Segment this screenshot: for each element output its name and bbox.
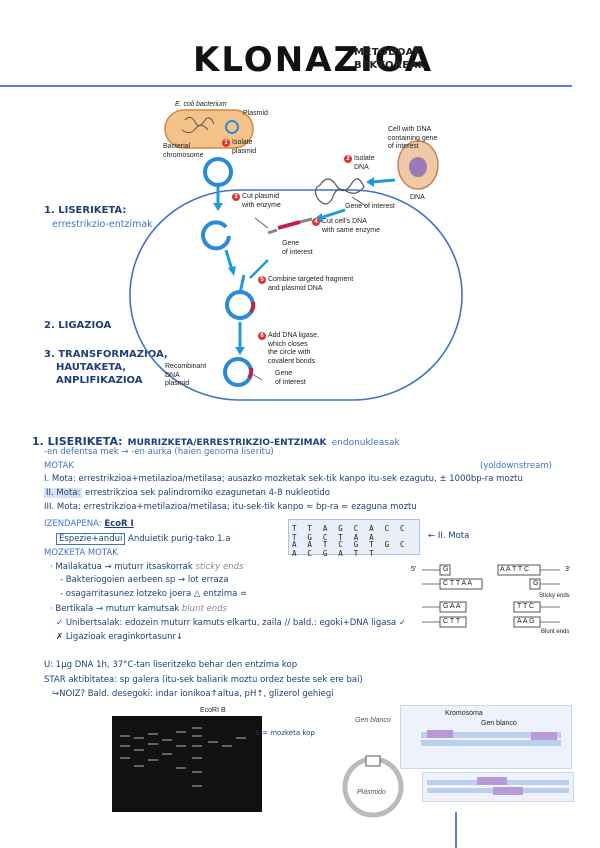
seq-aattc: A A T T C [500, 566, 530, 573]
step1-subtitle: errestrikzio-entzimak [52, 219, 153, 230]
isolated-plasmid-shape [203, 157, 233, 187]
blunt-line: · Bertikala → muturr kamutsak blunt ends [50, 604, 227, 614]
chromosome-panel: Kromosoma Gen blanco [400, 705, 572, 769]
naming-heading: IZENDAPENA: EcoR I [44, 519, 134, 529]
page-subtitle-methods: METODOAK [354, 47, 423, 58]
ecoli-label: E. coli bacterium [175, 101, 227, 108]
bacteria-line: - Bakteriogoien aerbeen sp → lot erraza [60, 575, 229, 585]
dna-bottom-strand: A A T C G T G C A C G A T T [292, 540, 408, 558]
type2-line: II. Mota: errestrikzioa sek palindromiko… [44, 488, 331, 498]
star-activity-line: STAR aktibitatea: sp galera (itu-sek bal… [44, 675, 363, 685]
recombinant-plasmid-shape [223, 357, 253, 387]
page-subtitle-vectors: BEKTOREAK [354, 60, 427, 71]
seq-ttc: T T C [517, 603, 535, 610]
dna-label: DNA [410, 194, 425, 201]
combined-plasmid-shape [225, 290, 255, 320]
seq-ctt: C T T [443, 618, 461, 625]
page-title: KLONAZIOA [193, 40, 434, 80]
cell-outline [129, 189, 463, 401]
types-heading: MOTAK [44, 461, 74, 471]
plasmid-shape [225, 120, 239, 134]
step3-title-line2: HAUTAKETA, [56, 362, 127, 373]
plasmid-figure [342, 755, 404, 818]
complementarity-line: - osagarritasunez lotzeko joera △ entzim… [60, 589, 248, 599]
unit-definition-line: U: 1μg DNA 1h, 37°C-tan liseritzeko beha… [44, 660, 298, 670]
palindrome-box: T T A G C A C C T G C T A A A A T C G T … [288, 519, 420, 558]
gene-blanco-label: Gen blanco [355, 717, 391, 724]
gel-image [112, 716, 262, 812]
sticky-ends-label: Sticky ends [539, 593, 570, 599]
cloning-diagram [129, 109, 463, 401]
insert-panel [422, 772, 574, 802]
step3-title-line1: 3. TRANSFORMAZIOA, [44, 349, 168, 360]
cut-plasmid-shape [201, 220, 231, 251]
when-line: ↪NOIZ? Bald. desegoki: indar ionikoa↑alt… [52, 689, 334, 699]
gel-ecori-label: EcoRI B [200, 707, 226, 714]
bacterium-shape [164, 109, 254, 149]
ligation-efficiency-line: ✗ Ligazioak eraginkortasunr↓ [56, 632, 184, 642]
cut-types-heading: MOZKETA MOTAK [44, 548, 118, 558]
section-header: 1. LISERIKETA: MURRIZKETA/ERRESTRIKZIO-E… [32, 435, 400, 448]
staggered-line: · Mailakatua → muturr itsaskorrak sticky… [50, 562, 244, 572]
step3-title-line3: ANPLIFIKAZIOA [56, 375, 143, 386]
naming-species: Espezie+andui Anduietik purig-tako 1.a [56, 533, 230, 545]
universal-line: ✓ Unibertsalak: edozein muturr kamuts el… [56, 618, 406, 628]
cut-count-label: L = mozketa kop [256, 729, 315, 737]
bacterial-chromosome-shape [181, 116, 215, 134]
seq-cttaa: C T T A A [443, 580, 473, 587]
title-divider [0, 85, 572, 87]
plasmid-label: Plasmid [243, 110, 268, 117]
type3-line: III. Mota: errestrikzioa+metilazioa/meti… [44, 502, 417, 512]
three-prime-1: 3' [565, 566, 571, 573]
downstream-note: (yoldownstream) [480, 461, 552, 471]
gene-of-interest-label-1: Gene of interest [345, 203, 395, 210]
bottom-vertical-line [455, 812, 457, 848]
plasmid-figure-label: Plásmido [357, 789, 386, 796]
seq-gaa: G A A [443, 603, 461, 610]
seq-g-top: G [443, 566, 449, 573]
dna-tangle-shape [314, 178, 365, 205]
five-prime-1: 5' [411, 566, 417, 573]
gene-blanco-label-2: Gen blanco [481, 720, 517, 727]
defense-line: -en defentsa mek → -en aurka (haien geno… [44, 447, 274, 457]
blunt-ends-label: Blunt ends [541, 629, 570, 635]
seq-g-bottom: G [533, 580, 539, 587]
nucleus-shape [409, 157, 427, 177]
chromosome-label: Kromosoma [445, 710, 483, 717]
type1-line: I. Mota: errestrikzioa+metilazioa/metila… [44, 474, 523, 484]
type2-arrow-label: ← II. Mota [428, 531, 470, 541]
step2-title: 2. LIGAZIOA [44, 320, 112, 331]
step1-title: 1. LISERIKETA: [44, 205, 127, 216]
gel-bands [120, 727, 246, 787]
dna-top-strand: T T A G C A C C T G C T A A [292, 524, 408, 542]
ends-diagram [422, 564, 560, 628]
gene-fragment-shape [277, 220, 301, 230]
seq-aag: A A G [517, 618, 535, 625]
